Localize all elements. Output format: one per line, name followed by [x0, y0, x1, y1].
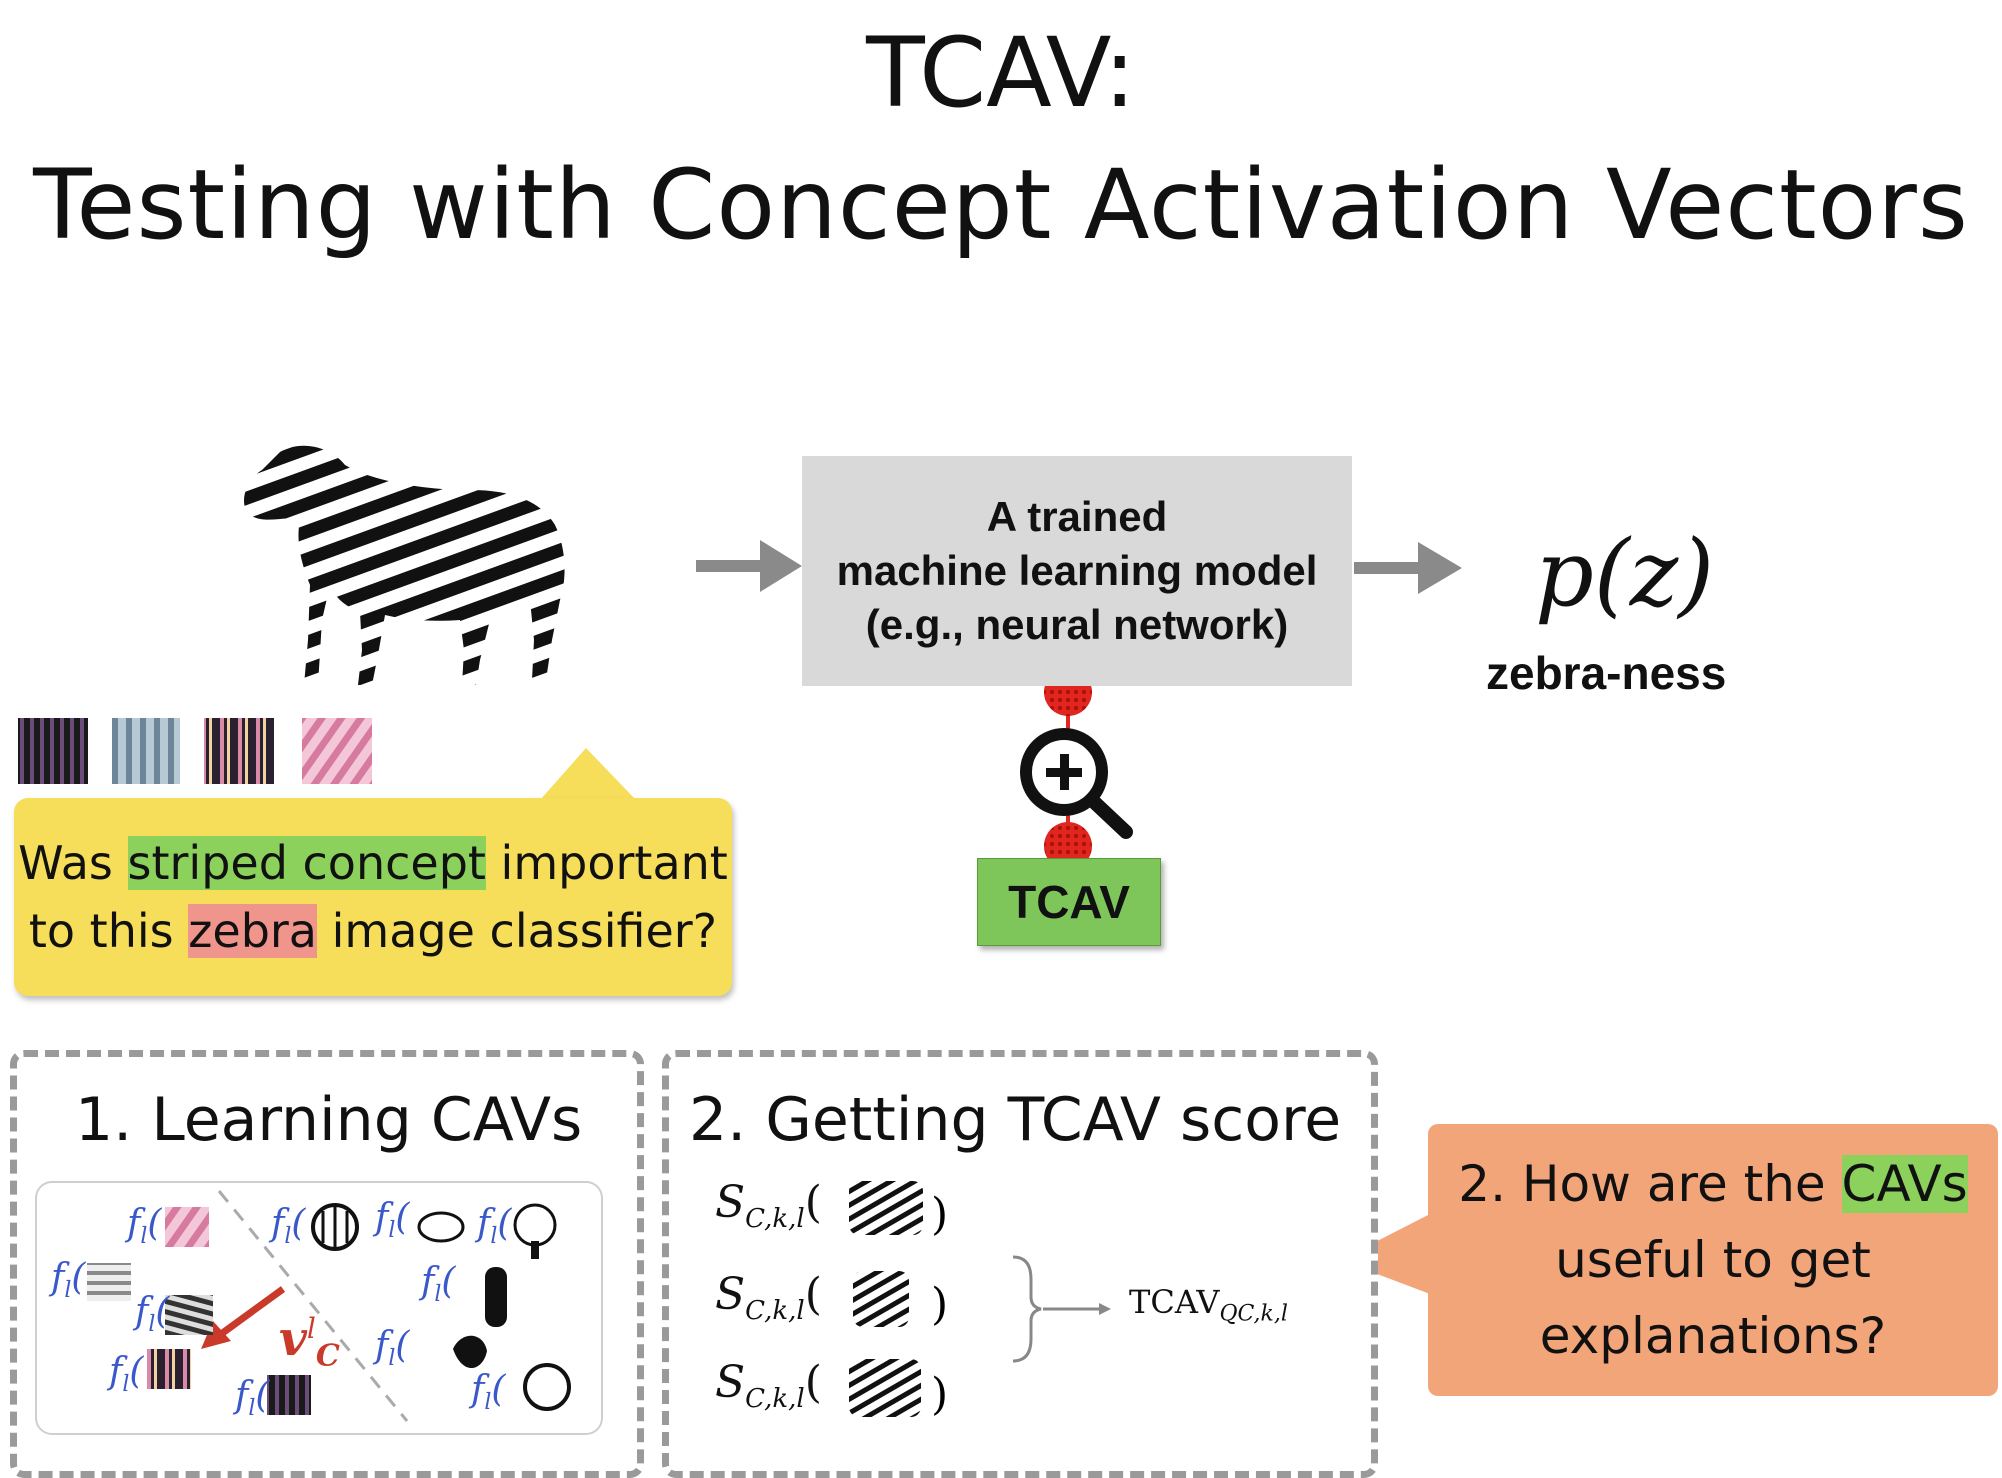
explain-line-1: 2. How are the CAVs: [1428, 1146, 1998, 1222]
model-box-line-1: A trained: [986, 493, 1168, 540]
score-term-2: SC,k,l(: [715, 1269, 822, 1326]
question-line-2: to this zebra image classifier?: [14, 897, 732, 965]
f-label-6: fl(: [271, 1203, 306, 1250]
score-term-1: SC,k,l(: [715, 1177, 822, 1234]
svg-text:): ): [931, 1369, 948, 1420]
swatch-multi-stripes: [204, 718, 274, 784]
f-label-11: fl(: [471, 1369, 506, 1416]
swatch-pink-stripes: [302, 718, 372, 784]
explain-text-1: 2. How are the: [1458, 1155, 1842, 1213]
explain-line-3: explanations?: [1539, 1307, 1887, 1365]
f-label-5: fl(: [235, 1375, 270, 1422]
output-formula: p(z): [1535, 520, 1715, 627]
f-label-4: fl(: [109, 1351, 144, 1398]
panel-learning-title: 1. Learning CAVs: [75, 1085, 583, 1155]
score-term-3: SC,k,l(: [715, 1357, 822, 1414]
cav-vector-label: vlC: [279, 1311, 340, 1374]
zebra-thumb-2: [853, 1271, 909, 1327]
explain-callout: 2. How are the CAVs useful to get explan…: [1428, 1124, 1998, 1396]
f-label-9: fl(: [421, 1261, 456, 1308]
question-callout: Was striped concept important to this ze…: [14, 798, 732, 996]
highlight-class: zebra: [188, 904, 317, 958]
svg-text:): ): [931, 1279, 948, 1330]
explain-line-2: useful to get: [1555, 1231, 1871, 1289]
model-box-line-2: machine learning model: [836, 547, 1318, 594]
magnifier-plus-icon: [1020, 728, 1133, 839]
model-box-line-3: (e.g., neural network): [865, 601, 1289, 648]
cav-scatter: [35, 1181, 603, 1435]
f-label-3: fl(: [135, 1291, 170, 1338]
output-label: zebra-ness: [1486, 647, 1727, 699]
f-label-7: fl(: [375, 1197, 410, 1244]
question-line-1: Was striped concept important: [14, 829, 732, 897]
title-line-2: Testing with Concept Activation Vectors: [33, 149, 1969, 261]
svg-text:): ): [931, 1189, 948, 1240]
panel-score-title: 2. Getting TCAV score: [689, 1085, 1342, 1155]
f-label-8: fl(: [477, 1203, 512, 1250]
question-text-1: Was: [18, 836, 128, 890]
swatch-blue-stripes: [112, 718, 180, 784]
question-text-2: important: [485, 836, 728, 890]
arrow-input: [696, 540, 802, 592]
panel-tcav-score: 2. Getting TCAV score SC,k,l( SC,k,l( SC…: [662, 1050, 1378, 1478]
zebra-image: [243, 445, 565, 685]
zebra-thumb-1: [849, 1181, 923, 1235]
highlight-cavs: CAVs: [1841, 1155, 1968, 1213]
title-line-1: TCAV:: [866, 17, 1136, 129]
swatch-dark-stripes: [18, 718, 88, 784]
panel-learning-cavs: 1. Learning CAVs fl( fl( fl( fl( fl( fl(…: [10, 1050, 644, 1478]
question-text-4: image classifier?: [317, 904, 718, 958]
f-label-1: fl(: [127, 1203, 162, 1250]
model-box: A trained machine learning model (e.g., …: [802, 456, 1352, 686]
arrow-output: [1354, 542, 1462, 594]
f-label-2: fl(: [51, 1257, 86, 1304]
tcav-button[interactable]: TCAV: [977, 858, 1161, 946]
question-callout-pointer: [540, 748, 636, 800]
highlight-concept: striped concept: [127, 836, 486, 890]
tcav-score-result: TCAVQC,k,l: [1129, 1283, 1288, 1327]
score-graphics: ) ) ): [849, 1181, 1111, 1420]
f-label-10: fl(: [375, 1325, 410, 1372]
question-text-3: to this: [28, 904, 189, 958]
zebra-thumb-3: [849, 1359, 921, 1417]
explain-callout-pointer: [1340, 1214, 1430, 1294]
